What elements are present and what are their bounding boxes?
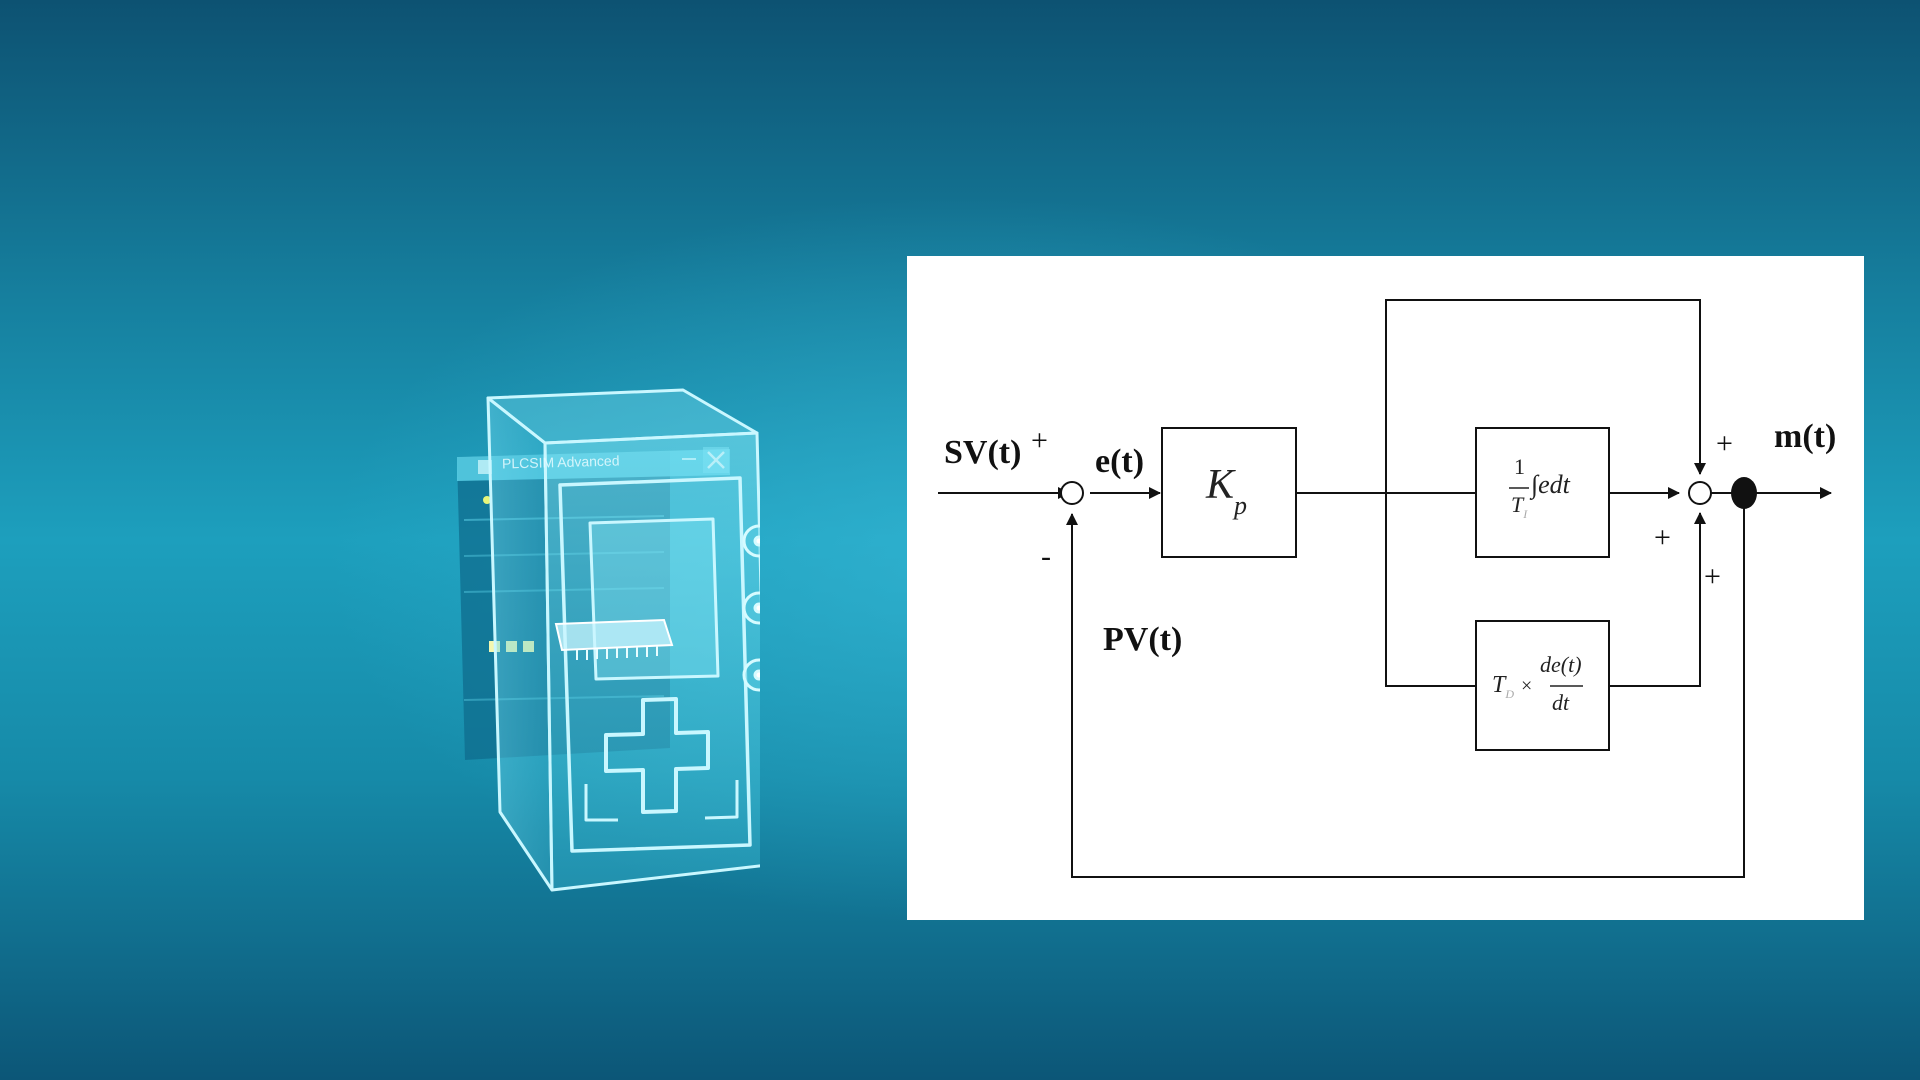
process-variable-label: PV(t) [1103, 621, 1183, 658]
plc-device-illustration [457, 388, 760, 892]
integral-expression: ∫edt [1531, 470, 1570, 499]
sum1-minus-sign: - [1041, 540, 1051, 573]
integral-block [1475, 427, 1610, 558]
error-label: e(t) [1095, 443, 1145, 480]
chip-icon [554, 618, 674, 660]
sum1-plus-sign: + [1031, 424, 1048, 457]
integral-denominator: TI [1511, 492, 1528, 521]
plcsim-window-title: PLCSIM Advanced [501, 452, 620, 472]
setpoint-label: SV(t) [944, 434, 1022, 471]
plc-device-icon [486, 388, 760, 892]
kp-symbol: Kp [1206, 462, 1248, 520]
sum2-mid-plus-sign: + [1654, 521, 1671, 554]
output-label: m(t) [1774, 418, 1837, 455]
derivative-denominator: dt [1552, 690, 1570, 715]
takeoff-point [1731, 477, 1757, 509]
derivative-block [1475, 620, 1610, 751]
proportional-block [1161, 427, 1297, 558]
derivative-numerator: de(t) [1540, 652, 1582, 677]
sum2-top-plus-sign: + [1716, 427, 1733, 460]
derivative-coefficient: TD [1492, 672, 1515, 701]
pid-block-diagram: SV(t) e(t) PV(t) m(t) + - + + + Kp 1 TI … [907, 256, 1864, 920]
summing-junction-1 [1060, 481, 1084, 505]
port-icon [742, 524, 760, 692]
integral-numerator: 1 [1514, 454, 1525, 479]
sum2-bottom-plus-sign: + [1704, 560, 1721, 593]
derivative-times: × [1521, 675, 1533, 697]
feedback-line [1066, 493, 1745, 878]
derivative-branch-line [1385, 493, 1476, 687]
derivative-output-line [1609, 512, 1706, 687]
proportional-bypass-line [1385, 299, 1706, 493]
summing-junction-2 [1688, 481, 1712, 505]
